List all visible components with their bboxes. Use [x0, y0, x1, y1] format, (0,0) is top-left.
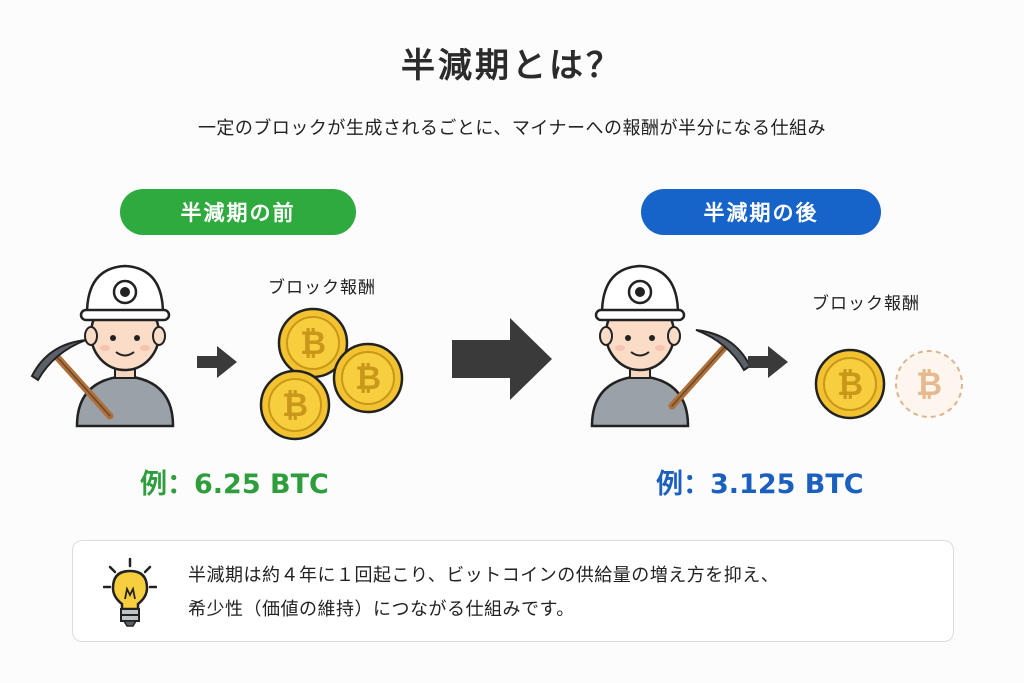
- after-reward-label: ブロック報酬: [812, 294, 920, 314]
- miner-before-icon: [75, 264, 175, 428]
- before-example-value: 例：6.25 BTC: [140, 469, 329, 500]
- after-halving-badge: 半減期の後: [641, 189, 881, 235]
- before-halving-badge: 半減期の前: [120, 189, 356, 235]
- page-title: 半減期とは？: [401, 46, 623, 86]
- note-line-2: 希少性（価値の維持）につながる仕組みです。: [188, 599, 575, 620]
- after-example-value: 例：3.125 BTC: [656, 469, 864, 500]
- note-text: 半減期は約４年に１回起こり、ビットコインの供給量の増え方を抑え、 希少性（価値の…: [188, 559, 928, 627]
- svg-text:₿: ₿: [282, 386, 308, 424]
- bitcoin-coin-icon: ₿: [332, 342, 404, 414]
- before-reward-label: ブロック報酬: [268, 278, 376, 298]
- big-arrow-icon: [452, 318, 552, 400]
- pickaxe-after-icon: [672, 330, 750, 406]
- lightbulb-icon: [103, 557, 157, 627]
- arrow-after-icon: [748, 346, 788, 378]
- note-line-1: 半減期は約４年に１回起こり、ビットコインの供給量の増え方を抑え、: [188, 565, 780, 586]
- svg-text:₿: ₿: [837, 365, 863, 403]
- bitcoin-coin-icon: ₿: [277, 307, 349, 379]
- svg-text:₿: ₿: [355, 359, 381, 397]
- svg-text:₿: ₿: [916, 365, 942, 403]
- svg-text:₿: ₿: [300, 324, 326, 362]
- arrow-before-icon: [197, 346, 237, 378]
- bitcoin-coin-icon: ₿: [814, 348, 886, 420]
- bitcoin-coin-icon: ₿: [259, 369, 331, 441]
- bitcoin-coin-faded-icon: ₿: [895, 350, 963, 418]
- info-note: 半減期は約４年に１回起こり、ビットコインの供給量の増え方を抑え、 希少性（価値の…: [72, 540, 954, 642]
- page-subtitle: 一定のブロックが生成されるごとに、マイナーへの報酬が半分になる仕組み: [197, 118, 827, 139]
